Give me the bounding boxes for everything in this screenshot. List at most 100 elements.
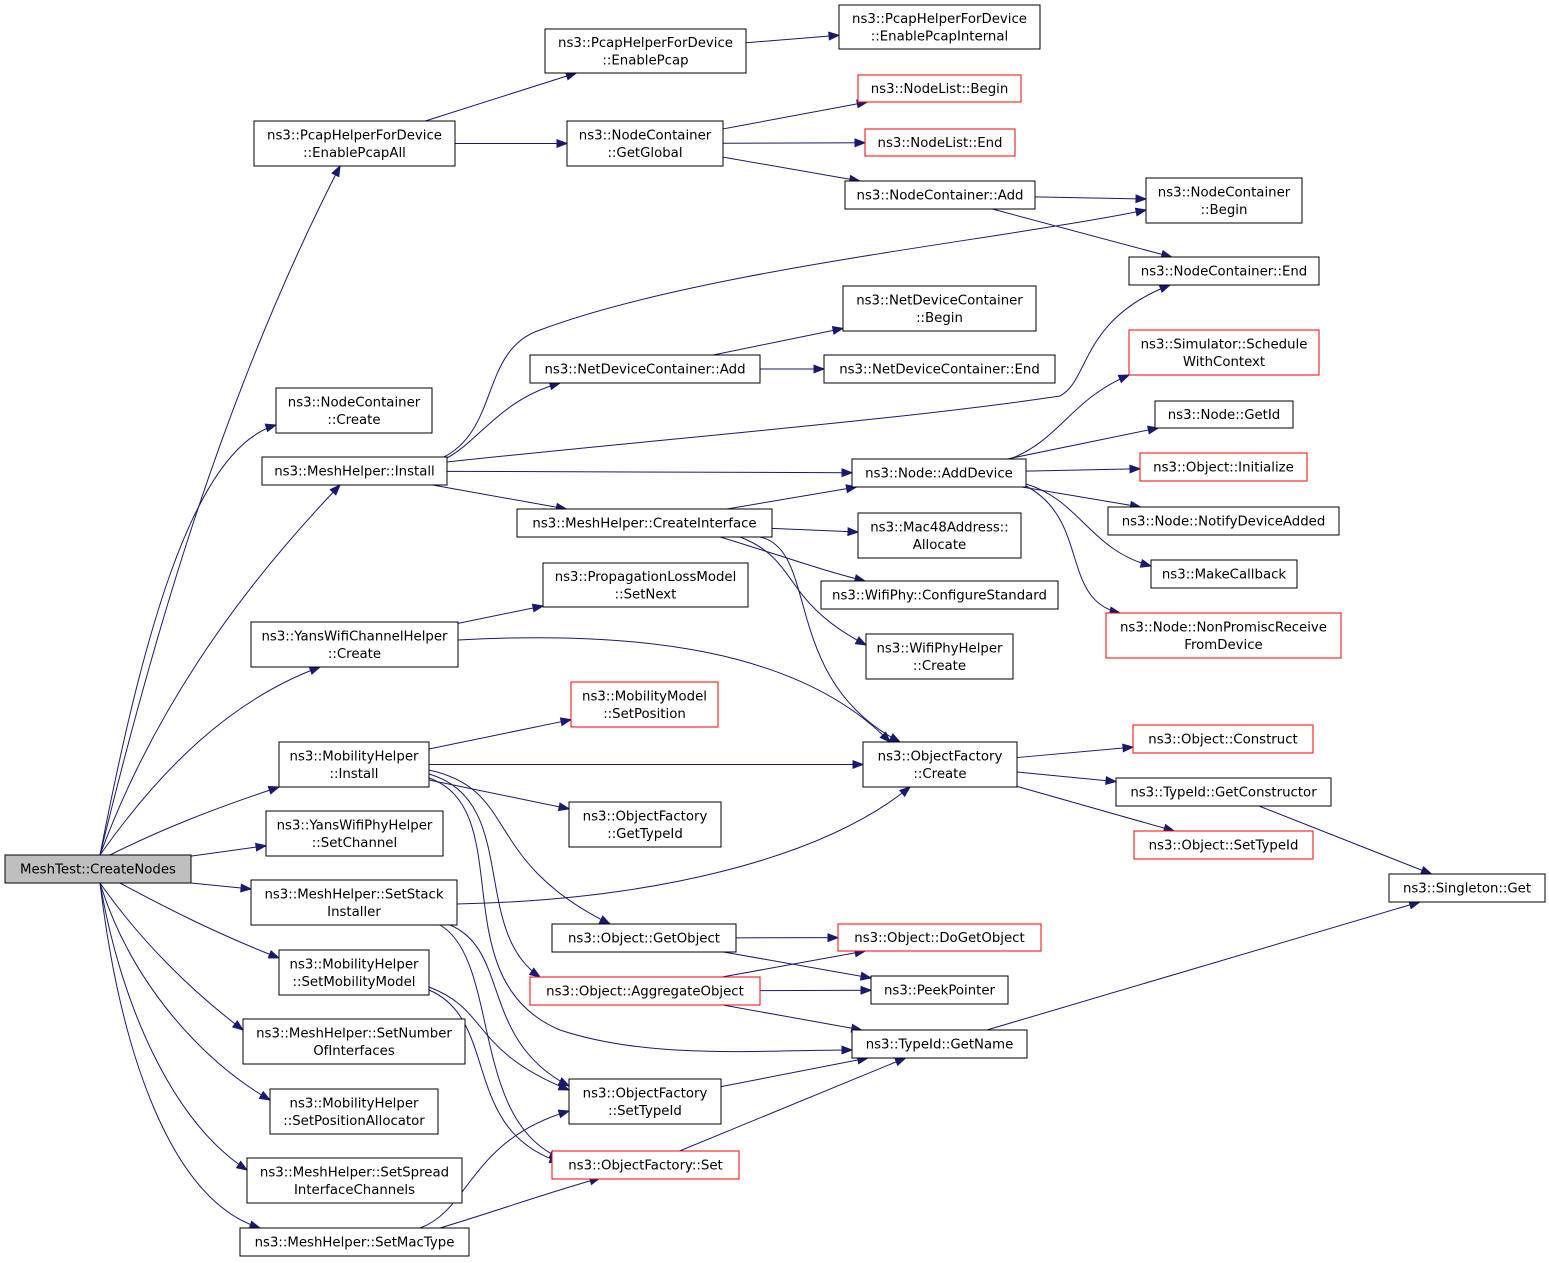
node-box[interactable] xyxy=(1139,452,1308,482)
node-box[interactable] xyxy=(529,354,761,384)
node-box[interactable] xyxy=(250,621,459,668)
node-ncglobal[interactable]: ns3::NodeContainer::GetGlobal xyxy=(566,120,724,167)
node-notify[interactable]: ns3::Node::NotifyDeviceAdded xyxy=(1107,506,1340,536)
node-singleton[interactable]: ns3::Singleton::Get xyxy=(1388,873,1546,903)
node-construct[interactable]: ns3::Object::Construct xyxy=(1132,724,1314,754)
node-peek[interactable]: ns3::PeekPointer xyxy=(870,975,1009,1005)
node-ofcreate[interactable]: ns3::ObjectFactory::Create xyxy=(862,741,1018,788)
node-root[interactable]: MeshTest::CreateNodes xyxy=(4,854,192,884)
node-makecb[interactable]: ns3::MakeCallback xyxy=(1150,559,1298,589)
node-nccreate[interactable]: ns3::NodeContainer::Create xyxy=(275,387,433,434)
node-pcap[interactable]: ns3::PcapHelperForDevice::EnablePcap xyxy=(544,28,747,74)
node-createif[interactable]: ns3::MeshHelper::CreateInterface xyxy=(516,508,773,538)
node-nlend[interactable]: ns3::NodeList::End xyxy=(864,128,1016,157)
node-nlbegin[interactable]: ns3::NodeList::Begin xyxy=(857,74,1022,103)
node-getname[interactable]: ns3::TypeId::GetName xyxy=(851,1029,1028,1059)
node-ndcbegin[interactable]: ns3::NetDeviceContainer::Begin xyxy=(842,285,1037,332)
node-box[interactable] xyxy=(1115,777,1332,807)
node-box[interactable] xyxy=(544,28,747,74)
node-ofsettypeid[interactable]: ns3::ObjectFactory::SetTypeId xyxy=(568,1078,722,1125)
node-box[interactable] xyxy=(862,741,1018,788)
node-ncadd[interactable]: ns3::NodeContainer::Add xyxy=(844,180,1036,210)
node-box[interactable] xyxy=(1145,177,1303,224)
node-getctor[interactable]: ns3::TypeId::GetConstructor xyxy=(1115,777,1332,807)
node-box[interactable] xyxy=(857,512,1022,559)
node-box[interactable] xyxy=(278,741,430,788)
node-box[interactable] xyxy=(551,1150,740,1180)
node-initialize[interactable]: ns3::Object::Initialize xyxy=(1139,452,1308,482)
node-settypeid[interactable]: ns3::Object::SetTypeId xyxy=(1133,830,1314,860)
node-box[interactable] xyxy=(1107,506,1340,536)
node-meshinstall[interactable]: ns3::MeshHelper::Install xyxy=(261,456,448,486)
node-box[interactable] xyxy=(516,508,773,538)
node-mac48[interactable]: ns3::Mac48Address::Allocate xyxy=(857,512,1022,559)
node-box[interactable] xyxy=(570,681,719,728)
node-plmnext[interactable]: ns3::PropagationLossModel::SetNext xyxy=(542,562,749,608)
node-box[interactable] xyxy=(864,128,1016,157)
node-box[interactable] xyxy=(820,580,1059,610)
node-box[interactable] xyxy=(551,923,737,953)
node-box[interactable] xyxy=(275,387,433,434)
node-aggregate[interactable]: ns3::Object::AggregateObject xyxy=(529,976,761,1006)
node-ncend[interactable]: ns3::NodeContainer::End xyxy=(1128,256,1320,286)
node-getobject[interactable]: ns3::Object::GetObject xyxy=(551,923,737,953)
node-wifiphycreate[interactable]: ns3::WifiPhyHelper::Create xyxy=(865,633,1014,680)
node-box[interactable] xyxy=(269,1088,439,1135)
node-box[interactable] xyxy=(542,562,749,608)
node-setmac[interactable]: ns3::MeshHelper::SetMacType xyxy=(239,1227,470,1257)
node-yansphy[interactable]: ns3::YansWifiPhyHelper::SetChannel xyxy=(265,810,444,857)
node-box[interactable] xyxy=(1388,873,1546,903)
node-box[interactable] xyxy=(1128,329,1320,376)
node-box[interactable] xyxy=(265,810,444,857)
node-box[interactable] xyxy=(823,354,1056,384)
node-box[interactable] xyxy=(837,923,1042,952)
node-pcapall[interactable]: ns3::PcapHelperForDevice::EnablePcapAll xyxy=(253,120,456,167)
node-box[interactable] xyxy=(253,120,456,167)
node-box[interactable] xyxy=(842,285,1037,332)
node-box[interactable] xyxy=(568,801,722,848)
node-box[interactable] xyxy=(250,879,458,926)
node-mmsetpos[interactable]: ns3::MobilityModel::SetPosition xyxy=(570,681,719,728)
node-box[interactable] xyxy=(1150,559,1298,589)
node-box[interactable] xyxy=(1105,612,1342,659)
node-box[interactable] xyxy=(529,976,761,1006)
node-box[interactable] xyxy=(844,180,1036,210)
node-pcapint[interactable]: ns3::PcapHelperForDevice::EnablePcapInte… xyxy=(838,4,1041,50)
node-box[interactable] xyxy=(1133,830,1314,860)
node-setposalloc[interactable]: ns3::MobilityHelper::SetPositionAllocato… xyxy=(269,1088,439,1135)
node-box[interactable] xyxy=(568,1078,722,1125)
node-box[interactable] xyxy=(870,975,1009,1005)
node-ofset[interactable]: ns3::ObjectFactory::Set xyxy=(551,1150,740,1180)
node-setmob[interactable]: ns3::MobilityHelper::SetMobilityModel xyxy=(278,949,430,996)
node-ndcadd[interactable]: ns3::NetDeviceContainer::Add xyxy=(529,354,761,384)
node-box[interactable] xyxy=(246,1157,463,1204)
node-box[interactable] xyxy=(851,1029,1028,1059)
node-ndcend[interactable]: ns3::NetDeviceContainer::End xyxy=(823,354,1056,384)
node-box[interactable] xyxy=(1128,256,1320,286)
node-box[interactable] xyxy=(4,854,192,884)
node-dogetobject[interactable]: ns3::Object::DoGetObject xyxy=(837,923,1042,952)
node-yanschan[interactable]: ns3::YansWifiChannelHelper::Create xyxy=(250,621,459,668)
node-configstd[interactable]: ns3::WifiPhy::ConfigureStandard xyxy=(820,580,1059,610)
node-setspread[interactable]: ns3::MeshHelper::SetSpreadInterfaceChann… xyxy=(246,1157,463,1204)
node-ofgettypeid[interactable]: ns3::ObjectFactory::GetTypeId xyxy=(568,801,722,848)
node-box[interactable] xyxy=(1154,400,1294,429)
node-box[interactable] xyxy=(566,120,724,167)
node-box[interactable] xyxy=(857,74,1022,103)
node-box[interactable] xyxy=(261,456,448,486)
node-getid[interactable]: ns3::Node::GetId xyxy=(1154,400,1294,429)
node-box[interactable] xyxy=(851,458,1027,488)
node-box[interactable] xyxy=(1132,724,1314,754)
node-adddevice[interactable]: ns3::Node::AddDevice xyxy=(851,458,1027,488)
node-box[interactable] xyxy=(242,1018,466,1065)
node-box[interactable] xyxy=(239,1227,470,1257)
node-box[interactable] xyxy=(838,4,1041,50)
node-box[interactable] xyxy=(865,633,1014,680)
node-box[interactable] xyxy=(278,949,430,996)
node-ncbegin[interactable]: ns3::NodeContainer::Begin xyxy=(1145,177,1303,224)
node-mobinstall[interactable]: ns3::MobilityHelper::Install xyxy=(278,741,430,788)
